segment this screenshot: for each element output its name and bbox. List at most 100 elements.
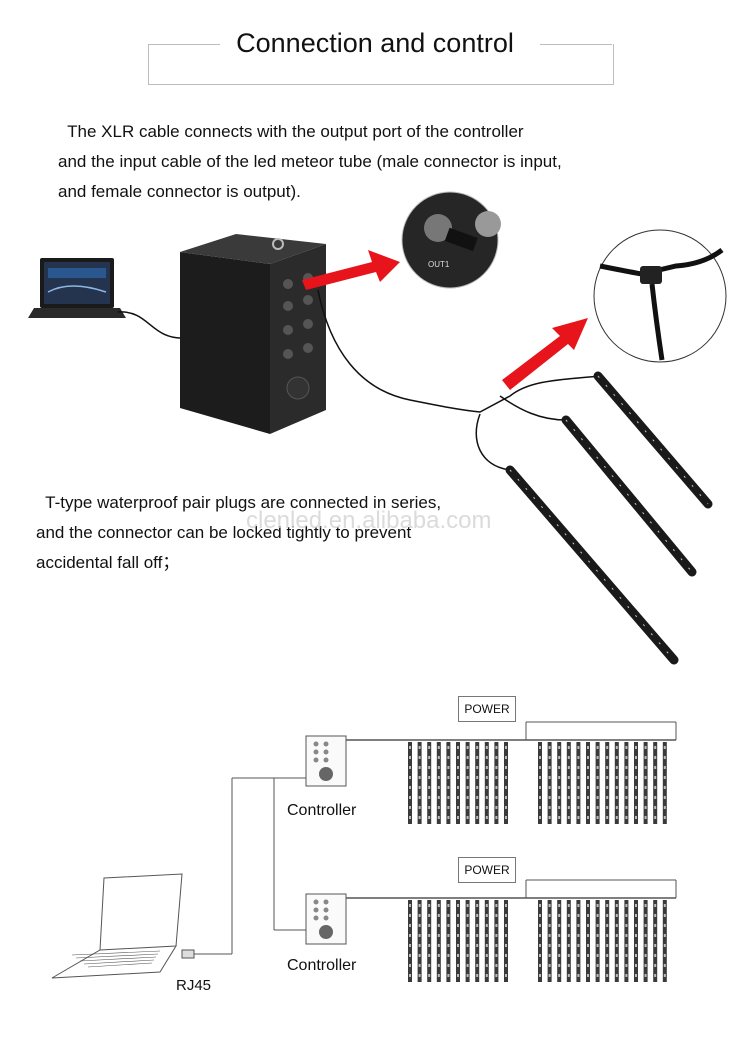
led-dot bbox=[644, 776, 647, 779]
rj45-plug-icon bbox=[181, 949, 195, 959]
led-dot bbox=[428, 776, 431, 779]
led-dot bbox=[635, 806, 637, 809]
led-dot bbox=[437, 746, 440, 749]
led-dot bbox=[644, 766, 647, 769]
led-dot bbox=[587, 756, 589, 759]
led-tube bbox=[494, 742, 499, 824]
led-dot bbox=[437, 756, 440, 759]
led-dot bbox=[409, 954, 411, 957]
led-dot bbox=[447, 806, 450, 809]
led-dot bbox=[485, 914, 488, 917]
led-dot bbox=[577, 964, 580, 967]
led-dot bbox=[625, 924, 628, 927]
led-dot bbox=[437, 786, 440, 789]
led-dot bbox=[495, 776, 498, 779]
led-dot bbox=[495, 766, 498, 769]
led-dot bbox=[577, 796, 580, 799]
led-dot bbox=[548, 766, 551, 769]
led-dot bbox=[447, 944, 450, 947]
led-dot bbox=[409, 934, 411, 937]
led-dot bbox=[567, 796, 570, 799]
led-tube bbox=[557, 742, 562, 824]
network-cable bbox=[117, 311, 187, 339]
led-dot bbox=[587, 974, 589, 977]
led-dot bbox=[457, 974, 459, 977]
led-tube bbox=[576, 742, 581, 824]
led-dot bbox=[437, 944, 440, 947]
led-dot bbox=[663, 796, 666, 799]
led-dot bbox=[577, 944, 580, 947]
led-dot bbox=[615, 756, 618, 759]
led-dot bbox=[635, 924, 637, 927]
led-dot bbox=[428, 914, 431, 917]
led-dot bbox=[606, 944, 609, 947]
led-dot bbox=[567, 944, 570, 947]
led-dot bbox=[505, 776, 507, 779]
led-dot bbox=[587, 954, 589, 957]
led-dot bbox=[409, 796, 411, 799]
led-dot bbox=[505, 806, 507, 809]
led-tube bbox=[643, 742, 648, 824]
led-dot bbox=[485, 964, 488, 967]
led-dot bbox=[577, 806, 580, 809]
led-dot bbox=[418, 796, 421, 799]
led-tube bbox=[408, 900, 412, 982]
led-dot bbox=[596, 904, 599, 907]
led-dot bbox=[457, 746, 459, 749]
led-dot bbox=[663, 934, 666, 937]
led-dot bbox=[548, 964, 551, 967]
laptop-keyboard-row bbox=[79, 956, 157, 962]
led-dot bbox=[558, 944, 561, 947]
led-dot bbox=[476, 816, 479, 819]
led-dot bbox=[558, 766, 561, 769]
led-dot bbox=[457, 786, 459, 789]
led-tube bbox=[624, 900, 629, 982]
led-dot bbox=[447, 914, 450, 917]
led-dot bbox=[567, 786, 570, 789]
led-dot bbox=[505, 766, 507, 769]
led-dot bbox=[615, 904, 618, 907]
led-dot bbox=[457, 914, 459, 917]
led-dot bbox=[654, 816, 657, 819]
led-tube bbox=[446, 900, 451, 982]
led-dot bbox=[625, 746, 628, 749]
led-dot bbox=[457, 964, 459, 967]
led-dot bbox=[548, 806, 551, 809]
led-dot bbox=[587, 924, 589, 927]
led-tube bbox=[634, 742, 638, 824]
led-dot bbox=[654, 756, 657, 759]
led-dot bbox=[606, 746, 609, 749]
led-dot bbox=[644, 954, 647, 957]
led-dot bbox=[409, 924, 411, 927]
led-dot bbox=[663, 954, 666, 957]
led-dot bbox=[409, 746, 411, 749]
led-dot bbox=[428, 786, 431, 789]
led-dot bbox=[476, 914, 479, 917]
led-dot bbox=[567, 746, 570, 749]
led-dot bbox=[644, 914, 647, 917]
led-dot bbox=[567, 776, 570, 779]
led-dot bbox=[428, 746, 431, 749]
led-dot bbox=[558, 904, 561, 907]
led-dot bbox=[635, 974, 637, 977]
led-tube bbox=[653, 900, 658, 982]
led-dot bbox=[457, 756, 459, 759]
led-dot bbox=[644, 904, 647, 907]
led-tube bbox=[408, 742, 412, 824]
led-dot bbox=[539, 934, 541, 937]
led-dot bbox=[644, 974, 647, 977]
led-dot bbox=[635, 776, 637, 779]
led-tube bbox=[538, 900, 542, 982]
led-dot bbox=[558, 974, 561, 977]
led-dot bbox=[409, 964, 411, 967]
led-dot bbox=[466, 816, 469, 819]
xlr-description: The XLR cable connects with the output p… bbox=[58, 117, 562, 207]
led-dot bbox=[418, 954, 421, 957]
xlr-cable bbox=[317, 289, 601, 413]
led-dot bbox=[505, 914, 507, 917]
led-dot bbox=[495, 944, 498, 947]
led-dot bbox=[428, 964, 431, 967]
led-dot bbox=[418, 944, 421, 947]
led-dot bbox=[476, 746, 479, 749]
